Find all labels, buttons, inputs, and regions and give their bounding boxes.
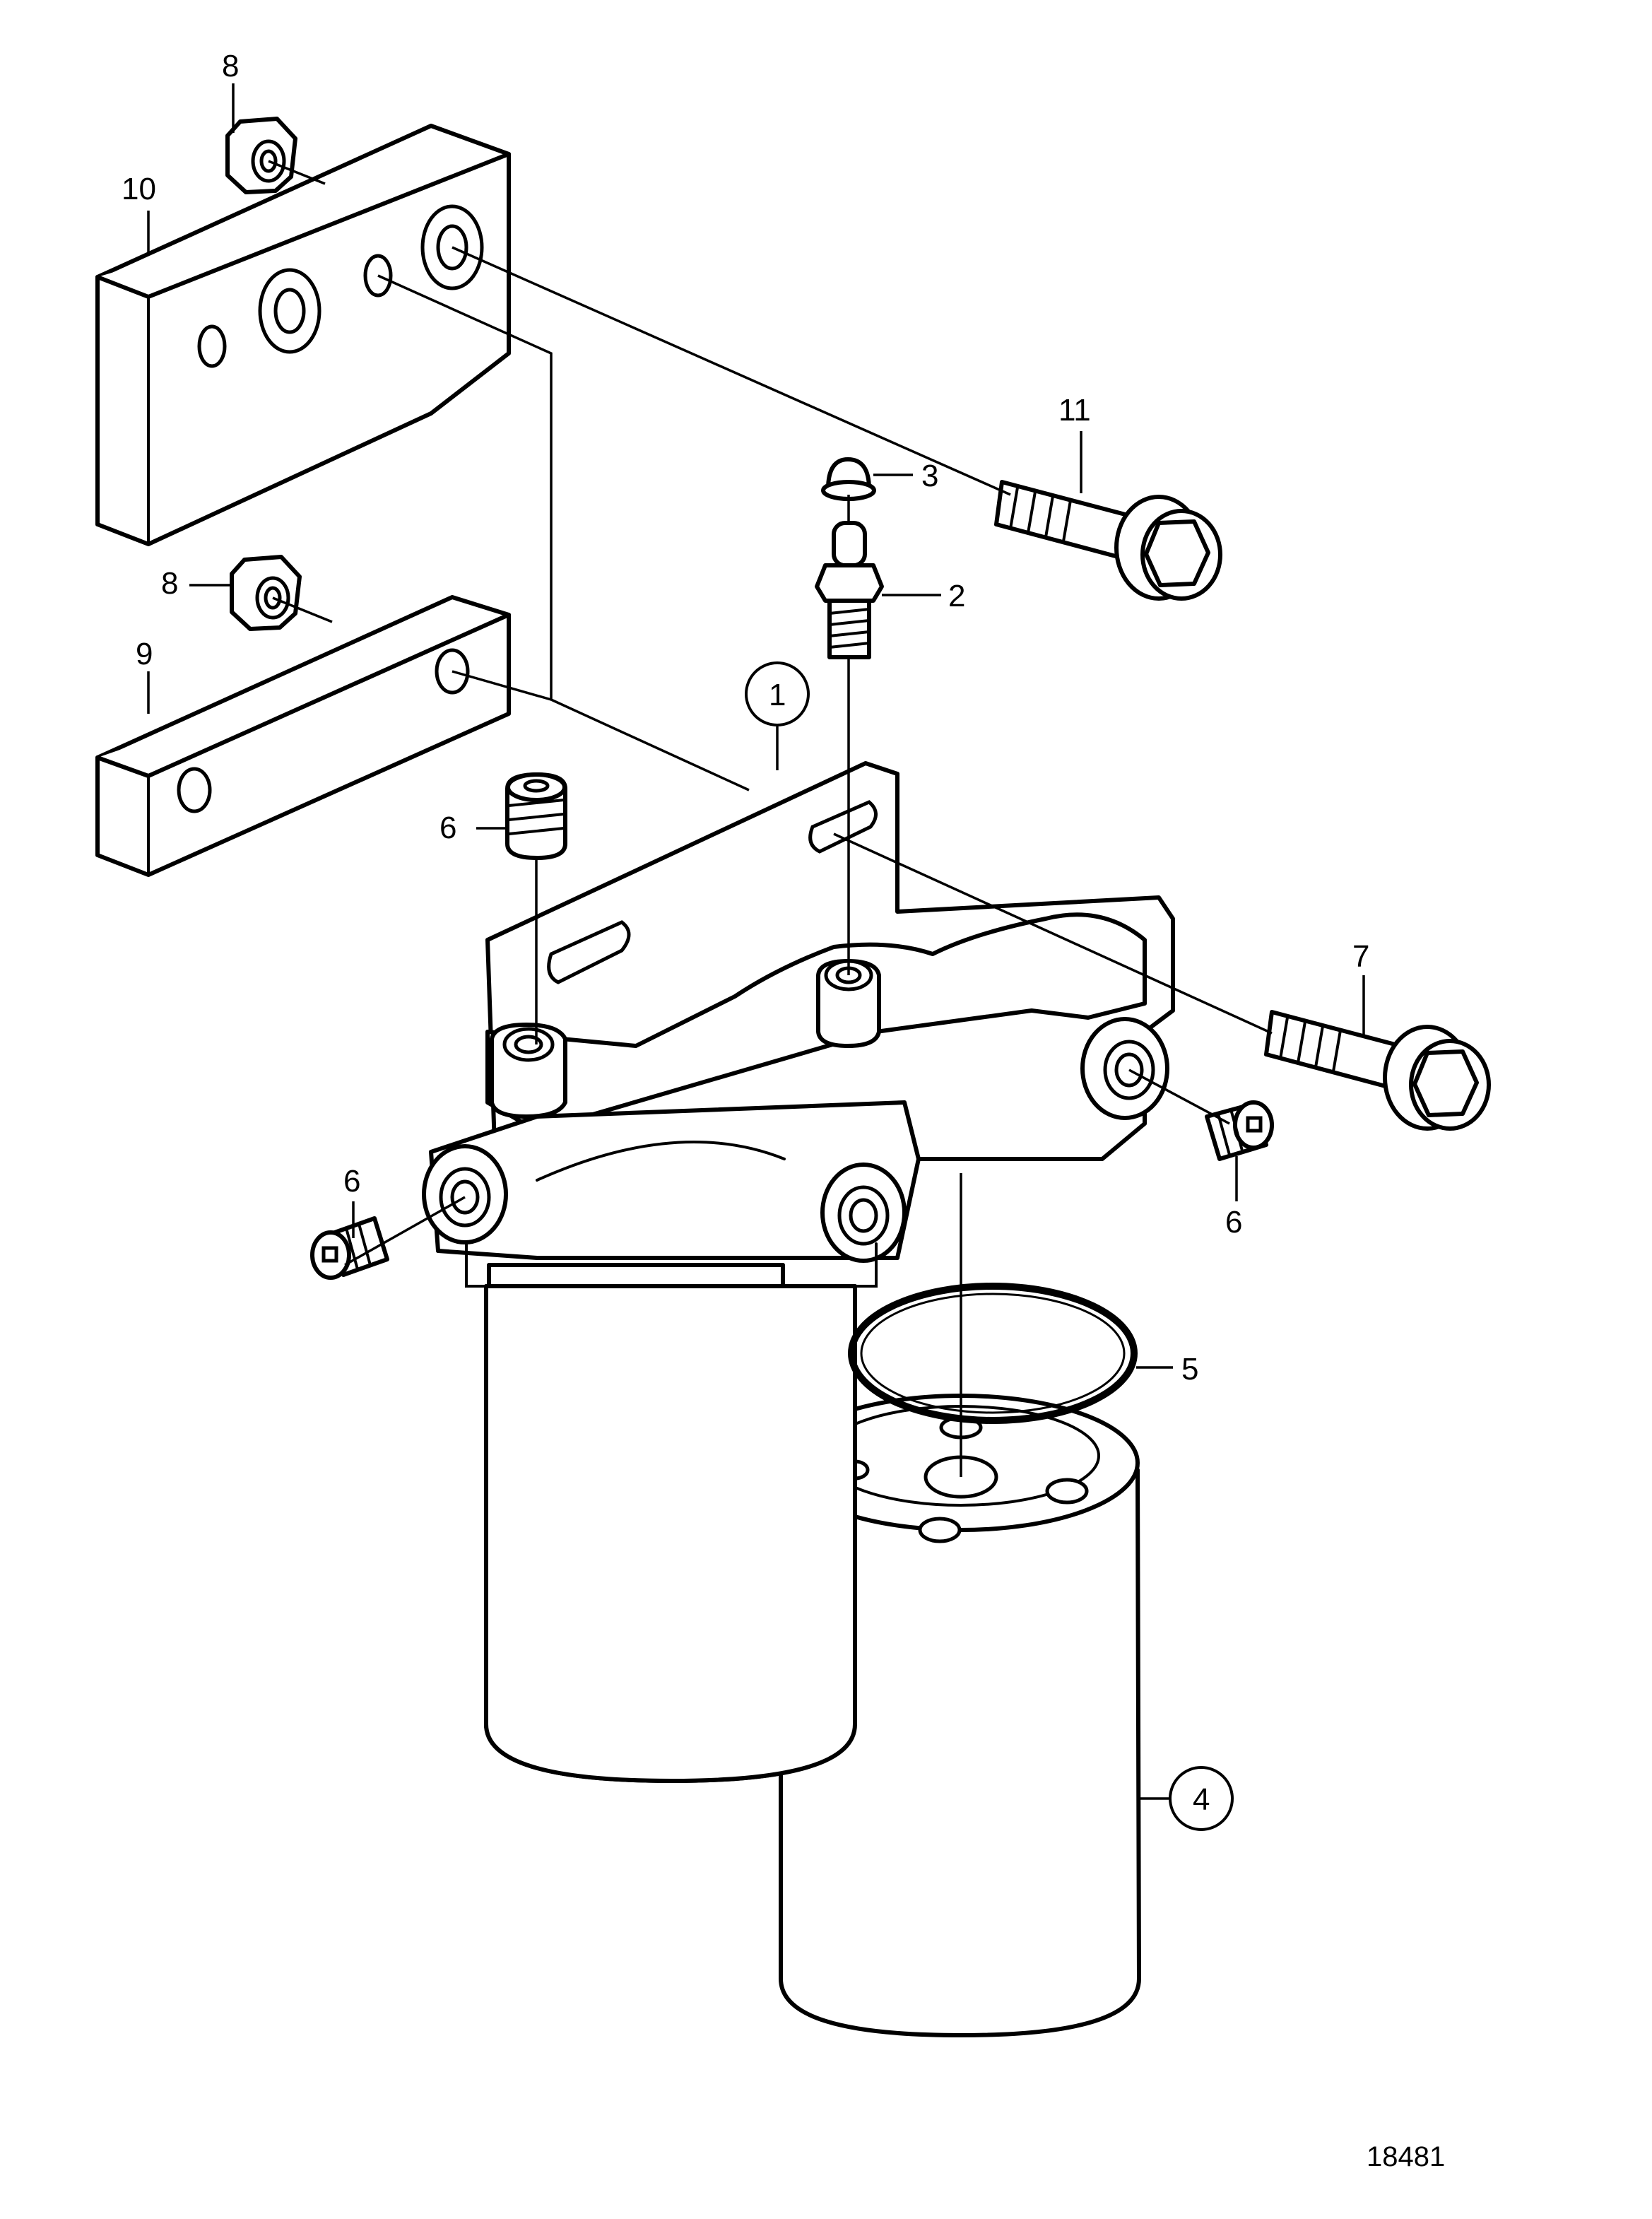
reference-number: 18481 — [1367, 2141, 1445, 2172]
flange-bolt-11 — [994, 480, 1222, 601]
callout-2: 2 — [948, 579, 965, 613]
callout-circle-4 — [1169, 1766, 1234, 1831]
callout-3: 3 — [921, 459, 938, 493]
plug-screw-left — [310, 1216, 389, 1280]
callout-9: 9 — [136, 637, 153, 671]
filter-cartridge — [484, 1284, 1141, 2037]
mounting-plate-large — [95, 124, 511, 546]
callout-11: 11 — [1058, 393, 1091, 428]
callout-7: 7 — [1352, 939, 1369, 974]
assembly-lines — [268, 160, 1273, 1477]
callout-8-lower: 8 — [161, 566, 178, 601]
callout-6-right: 6 — [1225, 1205, 1242, 1240]
flange-bolt-7 — [1264, 1010, 1491, 1131]
callout-circle-1 — [745, 661, 810, 726]
callout-10: 10 — [122, 172, 156, 206]
plug-screw-right — [1205, 1100, 1274, 1161]
bleed-nipple — [815, 521, 884, 659]
callout-labels: 8 10 8 9 1 3 2 11 6 6 6 7 5 4 18481 — [122, 49, 1445, 2172]
callout-8-top: 8 — [222, 49, 239, 83]
callout-4: 4 — [1193, 1782, 1210, 1817]
callout-6-left: 6 — [343, 1164, 360, 1199]
callout-5: 5 — [1181, 1352, 1198, 1387]
callout-1: 1 — [769, 678, 786, 712]
o-ring-seal — [848, 1283, 1138, 1424]
flange-nut-lower — [230, 555, 302, 631]
protective-cap — [821, 457, 876, 501]
flange-nut-top — [225, 117, 297, 194]
callout-leaders — [147, 83, 1365, 1800]
strap-plate — [95, 595, 511, 877]
plug-screw-top — [505, 772, 567, 860]
callout-6-top: 6 — [439, 811, 456, 845]
filter-bracket-housing — [422, 761, 1175, 1288]
